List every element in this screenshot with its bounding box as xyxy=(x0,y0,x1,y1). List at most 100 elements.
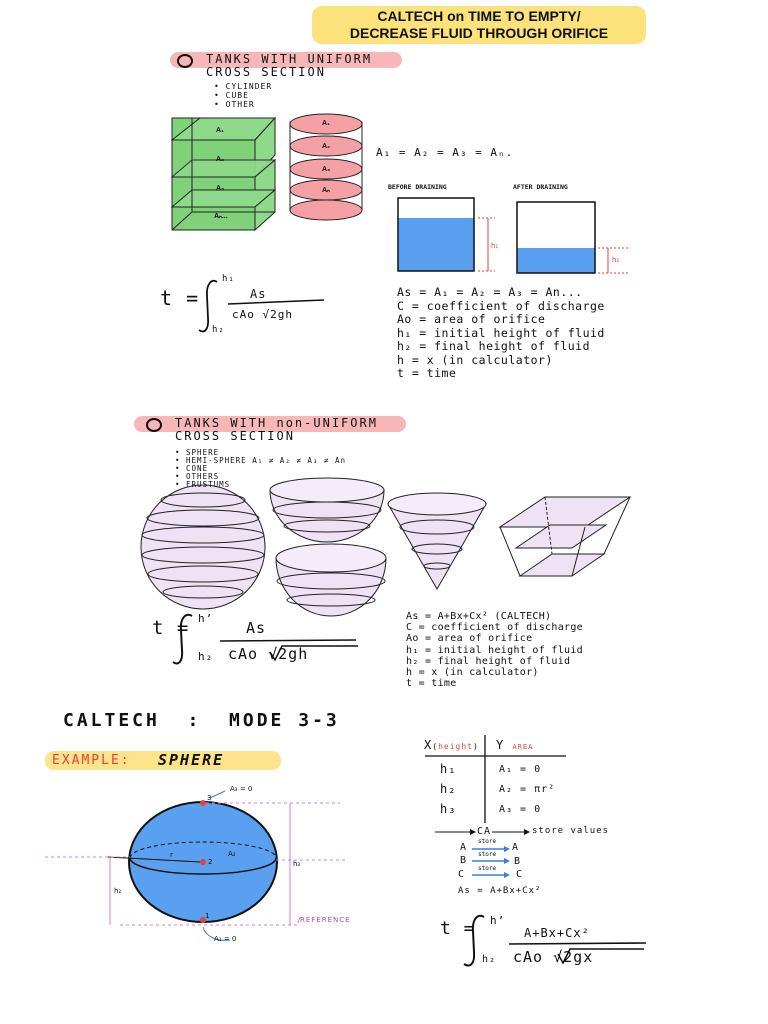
nonuniform-heading: TANKS WITH non-UNIFORM CROSS SECTION xyxy=(175,417,378,443)
cone-tank-illustration xyxy=(387,492,487,591)
prism-label-a1: A₁ xyxy=(216,127,224,134)
definition-item: h₁ = initial height of fluid xyxy=(397,325,605,340)
bullet-circle-icon xyxy=(177,54,193,68)
nonuniform-heading-line-2: CROSS SECTION xyxy=(175,429,295,443)
point-2-label: 2 xyxy=(208,858,213,866)
formula-1-denominator: cAo √2gh xyxy=(232,308,293,321)
radius-label: r xyxy=(170,851,173,859)
store-values-label: store values xyxy=(532,826,610,836)
hemisphere-tank-illustration xyxy=(269,477,385,543)
store-row-b-right: B xyxy=(514,856,522,867)
example-label: EXAMPLE: xyxy=(52,753,131,768)
table-row: h₂ xyxy=(440,782,456,796)
store-row-c-left: C xyxy=(458,869,466,880)
nonuniform-heading-line-1: TANKS WITH non-UNIFORM xyxy=(175,416,378,430)
formula-1-numerator: As xyxy=(250,287,267,301)
definition-item: Ao = area of orifice xyxy=(406,633,533,645)
integral-sign-icon xyxy=(172,613,193,665)
cylinder-label-a3: A₃ xyxy=(322,166,331,173)
integral-sign-icon xyxy=(463,914,485,967)
final-formula-upper-limit: h’ xyxy=(490,914,506,927)
h1-marker-label: h₁ xyxy=(491,242,499,250)
fraction-bar xyxy=(227,299,325,305)
definition-item: t = time xyxy=(397,366,457,380)
table-row: h₃ xyxy=(440,802,456,816)
prism-tank-illustration xyxy=(170,116,277,232)
fraction-bar xyxy=(219,639,357,642)
formula-1-t: t = xyxy=(160,286,200,310)
definition-item: C = coefficient of discharge xyxy=(406,622,583,634)
point-3-label: 3 xyxy=(207,794,212,802)
store-row-c-word: store xyxy=(478,865,497,872)
nonuniform-heading-highlight xyxy=(134,416,406,432)
store-row-b-left: B xyxy=(460,855,468,866)
formula-2-t: t = xyxy=(152,617,190,639)
uniform-heading-highlight xyxy=(170,52,402,68)
h3-dimension-label: h₃ xyxy=(293,860,301,868)
title-line-2: DECREASE FLUID THROUGH ORIFICE xyxy=(349,25,609,41)
page-title: CALTECH on TIME TO EMPTY/ DECREASE FLUID… xyxy=(312,8,646,42)
list-item: • CONE xyxy=(175,464,209,473)
example-shape-name: SPHERE xyxy=(158,751,225,769)
bowl-tank-illustration xyxy=(275,543,387,617)
store-row-a-left: A xyxy=(460,842,468,853)
prism-label-an: Aₙ... xyxy=(214,213,228,220)
definition-item: t = time xyxy=(406,678,457,690)
h2-marker-label: h₂ xyxy=(612,256,620,264)
table-cell-x: h₁ xyxy=(440,762,457,776)
store-row-c-right: C xyxy=(516,869,524,880)
frustum-tank-illustration xyxy=(498,496,632,577)
after-draining-tank xyxy=(516,201,628,274)
list-item: • HEMI-SPHERE A₁ ≠ A₂ ≠ A₃ ≠ An xyxy=(175,456,346,465)
h2-dimension-label: h₂ xyxy=(114,887,122,895)
list-item: • SPHERE xyxy=(175,448,220,457)
list-item: • CUBE xyxy=(214,91,249,100)
uniform-definitions: As = A₁ = A₂ = A₃ = An... C = coefficien… xyxy=(397,285,605,381)
uniform-heading-line-1: TANKS WITH UNIFORM xyxy=(206,52,373,66)
definition-item: h₂ = final height of fluid xyxy=(406,655,571,667)
ca-step: CA xyxy=(477,826,492,837)
list-item: • CYLINDER xyxy=(214,82,273,91)
prism-label-a2: A₂ xyxy=(216,156,225,163)
sqrt-sign-icon xyxy=(269,645,358,662)
sphere-tank-illustration xyxy=(140,484,266,610)
cylinder-label-a1: A₁ xyxy=(322,120,330,127)
as-equation: As = A+Bx+Cx² xyxy=(458,886,542,896)
table-row: h₁ xyxy=(440,762,456,776)
table-cell-x: h₃ xyxy=(440,802,457,816)
title-highlight xyxy=(312,6,646,44)
y-header-text: Y xyxy=(496,738,505,752)
before-draining-label: BEFORE DRAINING xyxy=(388,183,447,191)
uniform-heading-line-2: CROSS SECTION xyxy=(206,65,326,79)
definition-item: h = x (in calculator) xyxy=(406,667,539,679)
uniform-shape-list: • CYLINDER • CUBE • OTHER xyxy=(214,82,272,109)
definition-item: As = A₁ = A₂ = A₃ = An... xyxy=(397,285,583,299)
table-row: A₁ = 0 xyxy=(499,764,541,775)
formula-1-upper-limit: h₁ xyxy=(222,274,235,284)
definition-item: C = coefficient of discharge xyxy=(397,298,605,313)
formula-2-lower-limit: h₂ xyxy=(198,650,214,663)
title-line-1: CALTECH on TIME TO EMPTY/ xyxy=(377,8,581,24)
y-header-sub: AREA xyxy=(512,743,534,751)
table-cell-y: A₂ = πr² xyxy=(499,784,556,795)
formula-2-numerator: As xyxy=(246,619,267,637)
table-row: A₂ = πr² xyxy=(499,784,555,795)
point-1-label: 1 xyxy=(205,912,210,920)
after-draining-label: AFTER DRAINING xyxy=(513,183,568,191)
nonuniform-definitions: As = A+Bx+Cx² (CALTECH) C = coefficient … xyxy=(406,611,583,689)
table-row: A₃ = 0 xyxy=(499,804,541,815)
list-item: • OTHER xyxy=(214,100,255,109)
list-item: • OTHERS xyxy=(175,472,220,481)
final-formula-t: t = xyxy=(440,918,476,939)
store-row-a-right: A xyxy=(512,842,520,853)
table-header-x: X(height) xyxy=(424,738,479,752)
cylinder-label-an: Aₙ xyxy=(322,187,330,194)
final-formula-lower-limit: h₂ xyxy=(482,954,497,965)
a1-label: A₁ = 0 xyxy=(214,935,237,943)
before-draining-tank xyxy=(397,197,495,272)
x-header-text: X xyxy=(424,738,433,752)
formula-2-denominator: cAo √2gh xyxy=(228,645,309,663)
x-header-sub: height xyxy=(438,742,473,751)
table-cell-x: h₂ xyxy=(440,782,457,796)
